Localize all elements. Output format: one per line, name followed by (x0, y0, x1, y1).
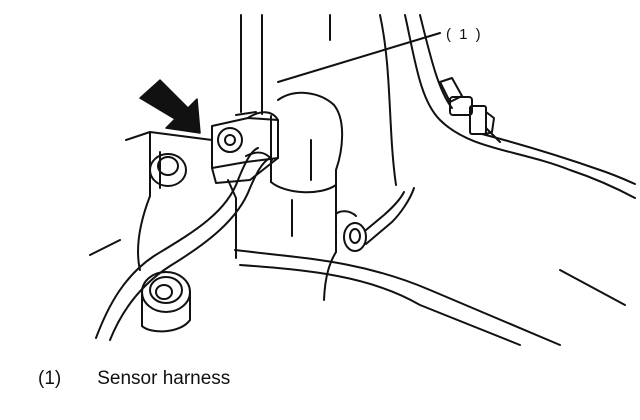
legend-number: (1) (38, 368, 62, 389)
sensor-harness-lower (95, 147, 273, 341)
callout-number-1: ( 1 ) (446, 26, 483, 43)
direction-arrow-icon (139, 79, 201, 134)
chassis-outline (89, 14, 626, 346)
callout-leader-line (277, 32, 441, 83)
center-post (270, 91, 344, 301)
legend: (1) Sensor harness (38, 368, 230, 390)
upper-mount-bolt (125, 131, 237, 271)
post-fitting (335, 187, 415, 252)
sensor-harness-vertical (240, 14, 263, 115)
right-hose (404, 14, 636, 199)
lower-mount-bolt (141, 271, 191, 333)
harness-clamp (211, 111, 279, 184)
legend-text: Sensor harness (97, 368, 231, 389)
